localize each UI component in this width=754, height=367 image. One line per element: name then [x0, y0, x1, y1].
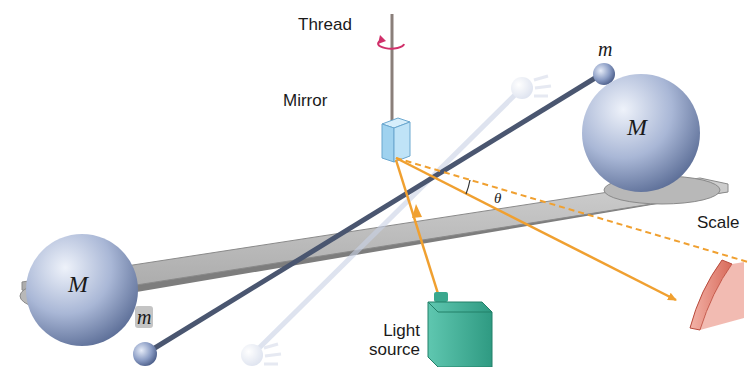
faded-rod: [241, 76, 551, 366]
mass-sphere: M: [25, 233, 139, 347]
mirror: [382, 118, 410, 162]
mass-label: M: [627, 114, 647, 141]
beam-arrowhead: [412, 204, 422, 218]
part-label: m: [598, 38, 612, 60]
angle-arc: [466, 180, 470, 194]
part-label: θ: [494, 190, 501, 207]
mass-sphere: M: [581, 73, 701, 193]
torsion-rod: [145, 75, 600, 354]
part-label: Thread: [298, 16, 352, 35]
part-label: Scale: [697, 214, 740, 233]
rotation-arrowhead: [378, 35, 386, 44]
scale-bar: [700, 262, 744, 330]
reference-beam: [396, 158, 748, 262]
part-label: Light source: [358, 322, 420, 359]
mass-label: M: [68, 271, 88, 298]
light-source: [428, 292, 492, 367]
small-mass: [593, 63, 615, 85]
incident-beam: [396, 160, 440, 300]
part-label: m: [135, 306, 153, 328]
thread-line: [391, 14, 394, 122]
small-mass: [133, 342, 157, 366]
part-label: Mirror: [283, 92, 327, 111]
